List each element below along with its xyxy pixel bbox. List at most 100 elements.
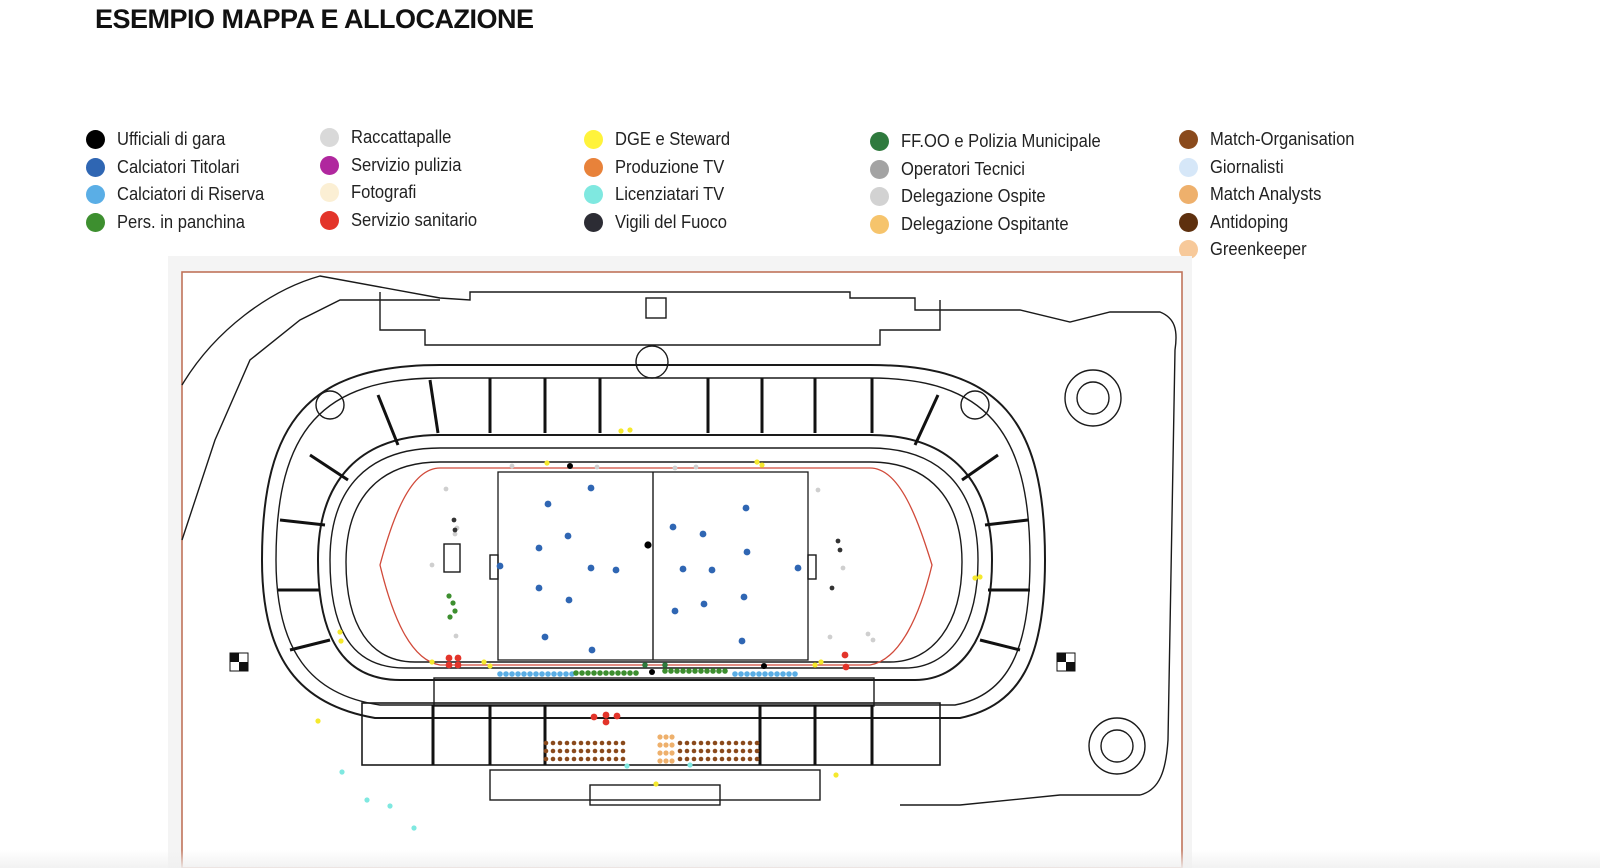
- ballboy-dot: [453, 633, 459, 639]
- bench-dot: [627, 670, 633, 676]
- substitute-dot: [569, 671, 575, 677]
- middle-ring: [316, 434, 994, 681]
- organisation-dot: [550, 756, 556, 762]
- stair-tower-se-core: [1100, 729, 1134, 763]
- medical-dot: [842, 663, 850, 671]
- organisation-dot: [705, 756, 711, 762]
- player-dot: [743, 548, 751, 556]
- medical-dot: [445, 661, 453, 669]
- legend-label: Match Analysts: [1210, 184, 1322, 205]
- outer-stand-ring-inner: [275, 377, 1031, 706]
- legend-dot: [320, 155, 339, 175]
- player-dot: [541, 633, 549, 641]
- steward-dot: [315, 718, 321, 724]
- organisation-dot: [719, 748, 725, 754]
- player-dot: [565, 596, 573, 604]
- organisation-dot: [691, 740, 697, 746]
- divider: [984, 518, 1029, 527]
- organisation-dot: [606, 740, 612, 746]
- stadium-structure: [181, 275, 1177, 806]
- legend-dot: [1179, 157, 1198, 177]
- stair-tower-se: [1088, 717, 1146, 775]
- medical-dot: [841, 651, 849, 659]
- bench-dot: [597, 670, 603, 676]
- analyst-dot: [657, 750, 663, 756]
- organisation-dot: [613, 740, 619, 746]
- legend-label: Greenkeeper: [1210, 239, 1307, 260]
- bench-dot: [710, 668, 716, 674]
- player-dot: [679, 565, 687, 573]
- organisation-dot: [592, 740, 598, 746]
- divider: [376, 394, 400, 446]
- ballboy-dot: [452, 531, 458, 537]
- organisation-dot: [599, 756, 605, 762]
- ballboy-dot: [429, 562, 435, 568]
- legend-label: Delegazione Ospite: [901, 186, 1046, 207]
- legend-item-delegazione-ospitante: Delegazione Ospitante: [870, 211, 1118, 239]
- medical-dot: [602, 711, 610, 719]
- legend-label: Vigili del Fuoco: [615, 211, 728, 232]
- top-building: [379, 292, 941, 346]
- legend-item-pers-in-panchina: Pers. in panchina: [86, 209, 277, 237]
- goal-right: [807, 554, 817, 580]
- organisation-dot: [677, 740, 683, 746]
- tv-dot: [411, 825, 417, 831]
- bench-dot: [591, 670, 597, 676]
- dugout-area: [433, 677, 875, 707]
- middle-ring-inner: [329, 447, 979, 669]
- ballboy-dot: [840, 565, 846, 571]
- legend-column-4: FF.OO e Polizia Municipale Operatori Tec…: [870, 128, 1118, 238]
- organisation-dot: [571, 748, 577, 754]
- legend-item-giornalisti: Giornalisti: [1179, 154, 1367, 182]
- organisation-dot: [677, 756, 683, 762]
- legend-item-calciatori-di-riserva: Calciatori di Riserva: [86, 181, 277, 209]
- map-sheet: [168, 256, 1192, 868]
- legend-item-licenziatari-tv: Licenziatari TV: [584, 181, 740, 209]
- legend-label: Antidoping: [1210, 211, 1289, 232]
- organisation-dot: [578, 740, 584, 746]
- divider: [309, 453, 349, 482]
- stand-dividers: [278, 378, 1030, 765]
- player-dot: [794, 564, 802, 572]
- legend-label: FF.OO e Polizia Municipale: [901, 131, 1101, 152]
- divider: [279, 518, 326, 527]
- analyst-dot: [663, 734, 669, 740]
- organisation-dot: [684, 740, 690, 746]
- firefighter-dot: [452, 527, 458, 533]
- official-dot: [761, 663, 767, 669]
- bench-dot: [585, 670, 591, 676]
- entrance-block: [489, 769, 821, 801]
- ballboy-dot: [443, 486, 449, 492]
- organisation-dot: [733, 756, 739, 762]
- bench-dot: [615, 670, 621, 676]
- legend-dot: [1179, 212, 1198, 232]
- medical-dot: [454, 661, 462, 669]
- divider: [979, 638, 1021, 652]
- substitute-dot: [774, 671, 780, 677]
- steward-dot: [481, 659, 487, 665]
- legend-item-greenkeeper: Greenkeeper: [1179, 236, 1367, 264]
- organisation-dot: [740, 740, 746, 746]
- medical-dot: [590, 713, 598, 721]
- tv-dot: [364, 797, 370, 803]
- tv-dot: [339, 769, 345, 775]
- legend-label: DGE e Steward: [615, 129, 731, 150]
- ballboy-dot: [672, 465, 678, 471]
- legend-label: Fotografi: [351, 182, 417, 203]
- player-dot: [535, 584, 543, 592]
- player-dot: [708, 566, 716, 574]
- entrance-gate: [589, 784, 721, 806]
- legend-item-raccattapalle: Raccattapalle: [320, 124, 488, 152]
- analyst-dot: [669, 750, 675, 756]
- checker-marker-left: [229, 652, 249, 672]
- substitute-dot: [738, 671, 744, 677]
- legend-item-ufficiali-di-gara: Ufficiali di gara: [86, 126, 277, 154]
- legend-column-3: DGE e Steward Produzione TV Licenziatari…: [584, 126, 740, 236]
- organisation-dot: [571, 756, 577, 762]
- substitute-dot: [527, 671, 533, 677]
- legend-dot: [584, 157, 603, 177]
- bench-dot: [716, 668, 722, 674]
- organisation-dot: [620, 748, 626, 754]
- legend-column-2: Raccattapalle Servizio pulizia Fotografi…: [320, 124, 488, 234]
- organisation-dot: [754, 748, 760, 754]
